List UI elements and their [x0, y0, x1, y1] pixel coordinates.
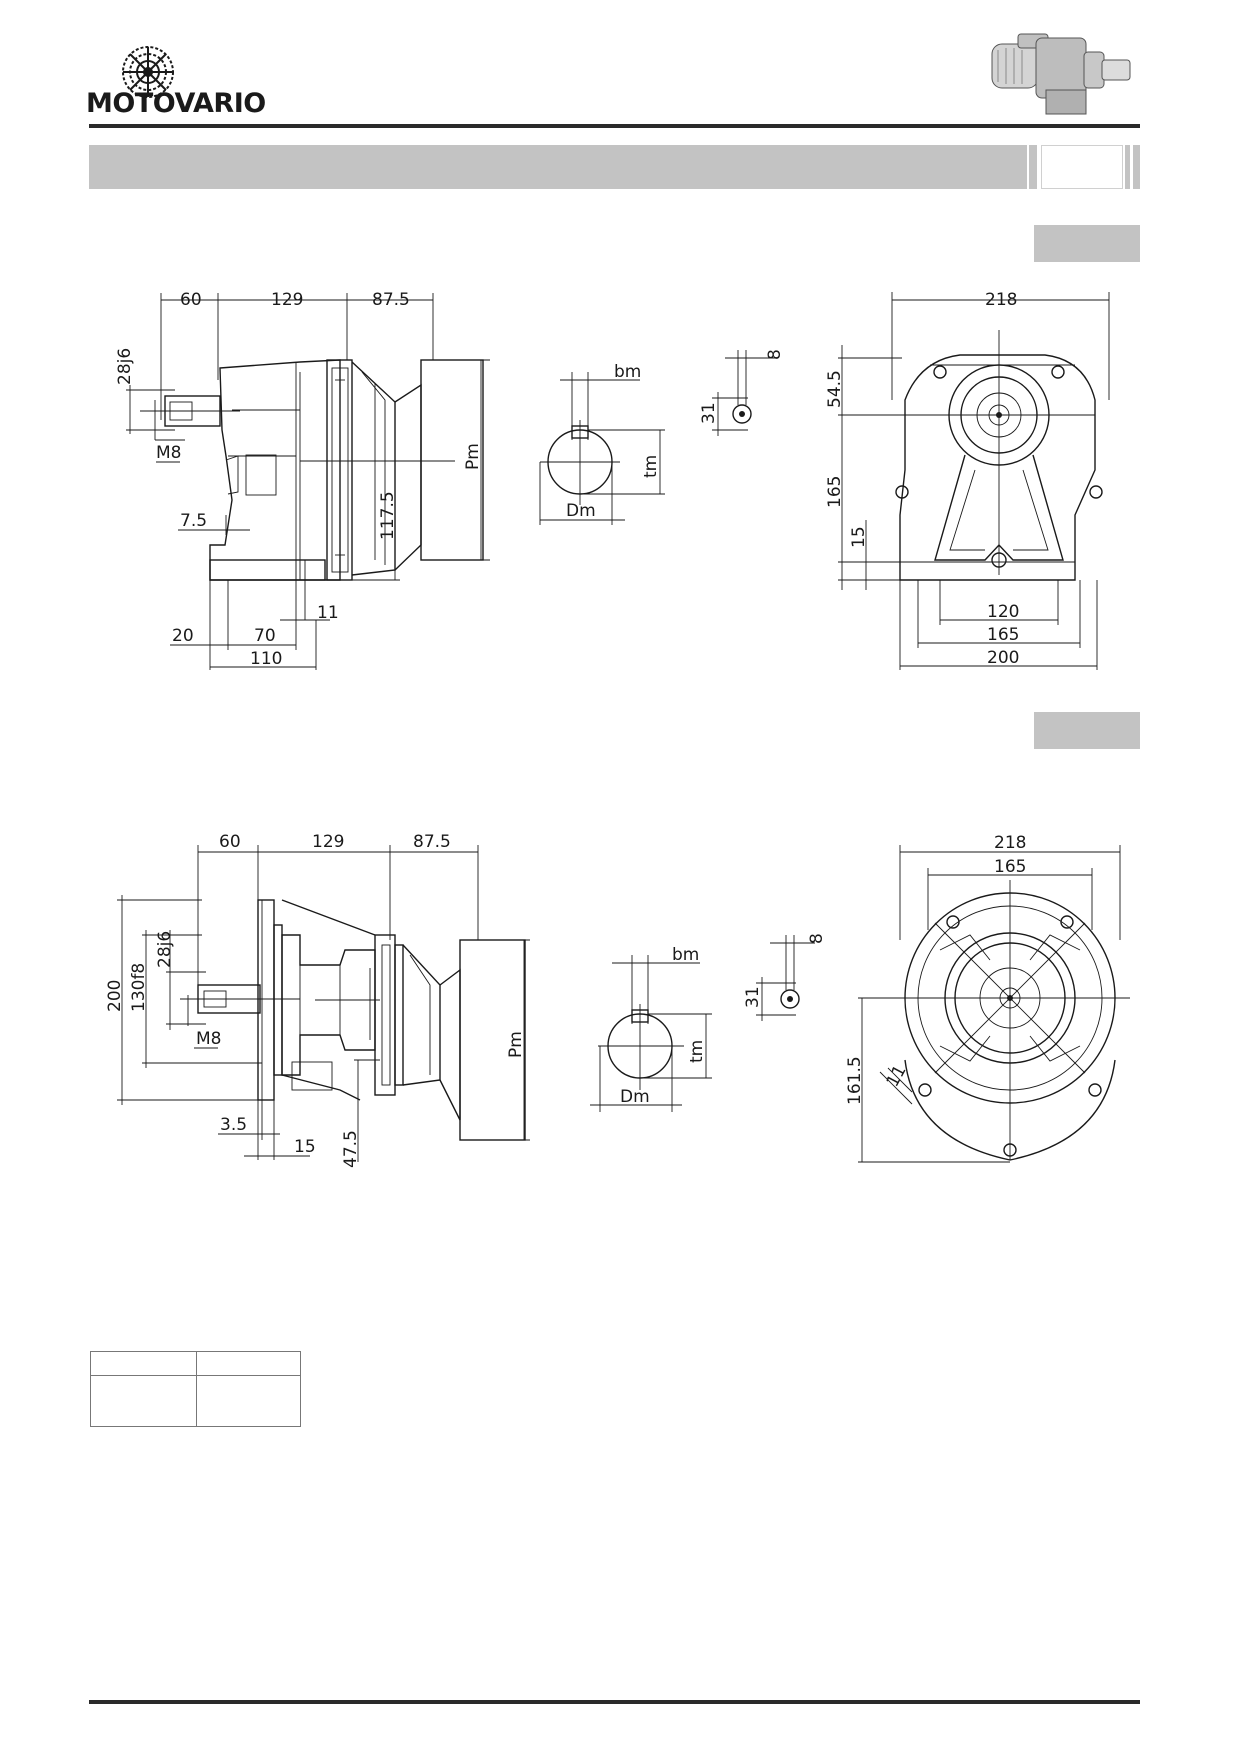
drawing-a-key-detail: bm Dm tm [539, 362, 665, 525]
dim-b-front-161-5: 161.5 [845, 1056, 865, 1105]
dim-b-130f8: 130f8 [129, 963, 149, 1012]
dim-a-20: 20 [172, 626, 194, 646]
motovario-logo-icon [122, 46, 174, 98]
dim-a-small-8: 8 [765, 349, 785, 360]
drawing-a-side-view: 60 129 87.5 28j6 M8 [115, 290, 490, 670]
label-a-tm: tm [641, 455, 661, 478]
title-box [1041, 145, 1123, 189]
dim-a-front-54-5: 54.5 [825, 370, 845, 408]
dim-a-front-165b: 165 [987, 625, 1019, 645]
dim-a-7-5: 7.5 [180, 511, 207, 531]
dim-b-200: 200 [105, 980, 125, 1012]
label-b-bm: bm [672, 945, 699, 965]
section-tag-b [1034, 712, 1140, 749]
drawing-b-front-view: 218 165 161.5 11 [845, 833, 1130, 1163]
dim-b-small-8: 8 [807, 933, 827, 944]
label-a-m8: M8 [156, 443, 181, 463]
data-table [90, 1351, 301, 1427]
dim-a-87-5: 87.5 [372, 290, 410, 310]
label-a-pm: Pm [463, 443, 483, 470]
table-header-row [91, 1352, 300, 1376]
dim-b-47-5: 47.5 [341, 1130, 361, 1168]
dim-a-front-218: 218 [985, 290, 1017, 310]
dim-a-front-120: 120 [987, 602, 1019, 622]
dim-a-60: 60 [180, 290, 202, 310]
title-tail [1125, 145, 1130, 189]
table-divider [196, 1352, 197, 1426]
section-tag-a [1034, 225, 1140, 262]
brand-name: MOTOVARIO [86, 88, 266, 119]
dim-b-front-218: 218 [994, 833, 1026, 853]
dim-a-11: 11 [317, 603, 339, 623]
footer-rule [89, 1700, 1140, 1704]
drawing-b-side-view: 60 129 87.5 200 130f8 28j6 M8 [105, 832, 530, 1168]
label-b-tm: tm [687, 1040, 707, 1063]
dim-b-129: 129 [312, 832, 344, 852]
dim-a-70: 70 [254, 626, 276, 646]
dim-b-28j6: 28j6 [155, 931, 175, 968]
label-b-pm: Pm [506, 1031, 526, 1058]
dim-b-3-5: 3.5 [220, 1115, 247, 1135]
dim-b-front-165: 165 [994, 857, 1026, 877]
dim-a-110: 110 [250, 649, 282, 669]
label-b-m8: M8 [196, 1029, 221, 1049]
dim-a-129: 129 [271, 290, 303, 310]
dim-b-87-5: 87.5 [413, 832, 451, 852]
dim-a-small-31: 31 [699, 402, 719, 424]
drawing-a-front-view: 218 54.5 165 15 [825, 290, 1110, 670]
label-b-dm: Dm [620, 1087, 650, 1107]
label-a-dm: Dm [566, 501, 596, 521]
dim-a-28j6: 28j6 [115, 348, 135, 385]
title-strip [1029, 145, 1037, 189]
dim-b-small-31: 31 [743, 986, 763, 1008]
dim-a-117-5: 117.5 [378, 491, 398, 540]
gearmotor-product-icon [991, 33, 1131, 115]
dim-b-15: 15 [294, 1137, 316, 1157]
dim-b-60: 60 [219, 832, 241, 852]
header-rule [89, 124, 1140, 128]
brand-logo: MOTOVARIO [86, 44, 266, 122]
dim-a-front-200: 200 [987, 648, 1019, 668]
title-bar [89, 145, 1027, 189]
dim-a-front-165: 165 [825, 476, 845, 508]
drawing-b-key-detail: bm Dm tm [590, 945, 712, 1112]
label-a-bm: bm [614, 362, 641, 382]
title-tail-end [1133, 145, 1140, 189]
dim-a-front-15: 15 [849, 526, 869, 548]
drawing-b-small-detail: 8 31 [743, 933, 827, 1021]
drawing-a-small-detail: 8 31 [699, 349, 785, 436]
